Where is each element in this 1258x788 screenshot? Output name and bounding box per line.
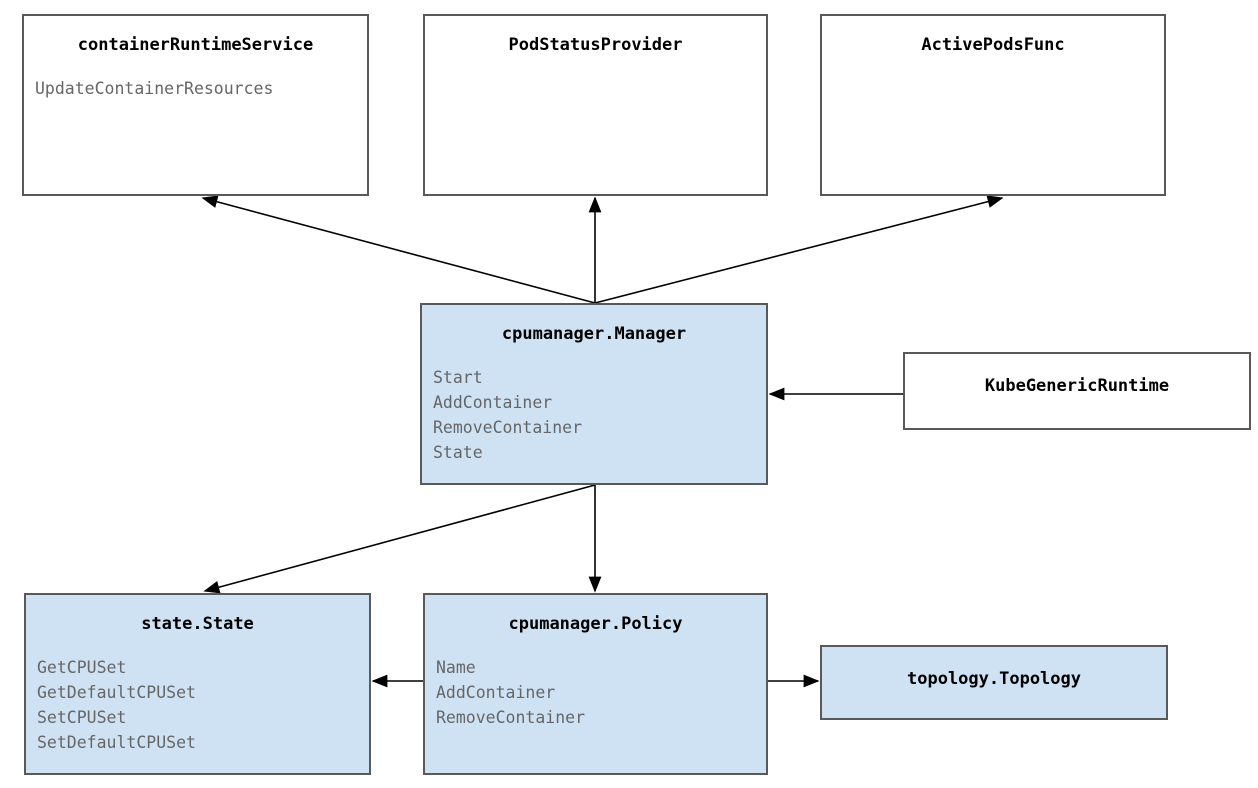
node-member: State	[433, 443, 483, 462]
node-member: GetDefaultCPUSet	[37, 683, 196, 702]
node-title: state.State	[141, 614, 254, 634]
node-title: topology.Topology	[907, 669, 1081, 689]
node-title: cpumanager.Manager	[501, 324, 687, 344]
node-title: containerRuntimeService	[77, 35, 314, 55]
node-title: ActivePodsFunc	[921, 35, 1065, 55]
node-member: AddContainer	[433, 393, 553, 412]
node-title: cpumanager.Policy	[508, 614, 683, 634]
node-ActivePodsFunc[interactable]: ActivePodsFunc	[820, 14, 1166, 196]
node-member: Name	[436, 658, 476, 677]
node-title: PodStatusProvider	[508, 35, 683, 55]
node-member: SetDefaultCPUSet	[37, 733, 196, 752]
node-member-list: UpdateContainerResources	[24, 76, 367, 101]
node-member: AddContainer	[436, 683, 556, 702]
node-title: KubeGenericRuntime	[984, 376, 1170, 396]
node-topologyTopology[interactable]: topology.Topology	[820, 645, 1168, 720]
edge-manager-to-activepodsfunc	[594, 195, 1004, 304]
edge-manager-to-containerRuntimeService	[201, 195, 596, 304]
node-PodStatusProvider[interactable]: PodStatusProvider	[423, 14, 768, 196]
node-member: Start	[433, 368, 483, 387]
node-member: RemoveContainer	[433, 418, 583, 437]
edge-manager-to-state	[203, 484, 596, 594]
node-member: SetCPUSet	[37, 708, 127, 727]
node-KubeGenericRuntime[interactable]: KubeGenericRuntime	[903, 352, 1251, 430]
node-member: GetCPUSet	[37, 658, 127, 677]
node-member: UpdateContainerResources	[35, 79, 274, 98]
node-member: RemoveContainer	[436, 708, 586, 727]
